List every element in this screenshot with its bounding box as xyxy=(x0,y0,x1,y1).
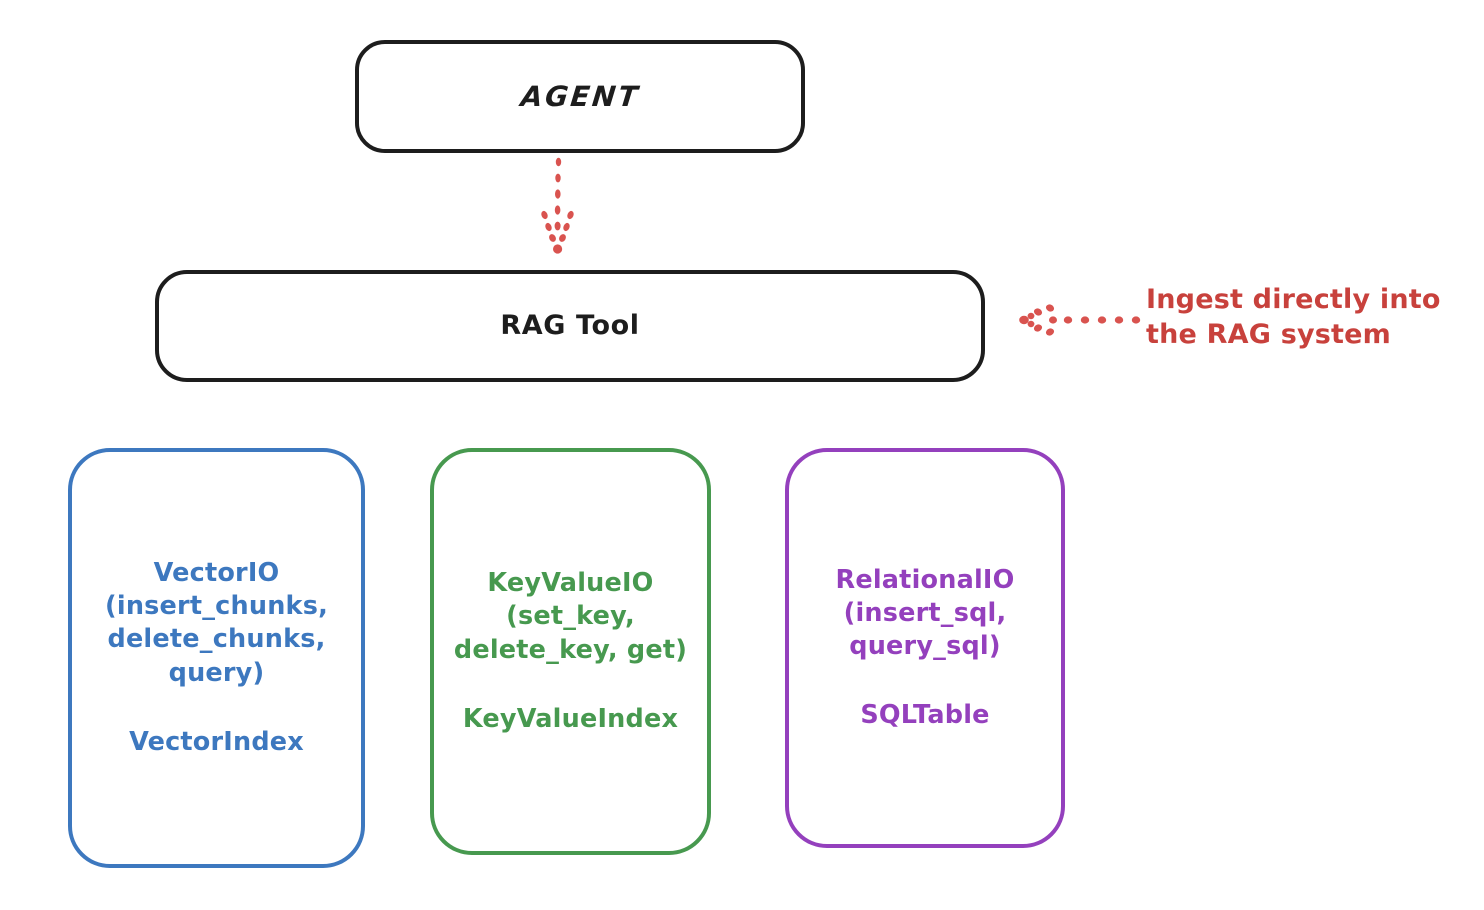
node-vector-io[interactable]: VectorIO (insert_chunks, delete_chunks, … xyxy=(68,448,365,868)
node-relational-io-secondary-label: SQLTable xyxy=(860,700,990,731)
node-rag-tool[interactable]: RAG Tool xyxy=(155,270,985,382)
node-key-value-io[interactable]: KeyValueIO (set_key, delete_key, get) Ke… xyxy=(430,448,711,855)
connector-ingest-arrow xyxy=(1019,304,1141,336)
connector-agent-to-rag-tool xyxy=(541,157,574,254)
annotation-ingest: Ingest directly into the RAG system xyxy=(1146,284,1441,351)
node-relational-io[interactable]: RelationalIO (insert_sql, query_sql) SQL… xyxy=(785,448,1065,848)
node-vector-io-label: VectorIO (insert_chunks, delete_chunks, … xyxy=(105,558,328,688)
node-relational-io-label: RelationalIO (insert_sql, query_sql) xyxy=(835,564,1015,661)
node-agent[interactable]: AGENT xyxy=(355,40,805,153)
node-vector-io-secondary-label: VectorIndex xyxy=(129,726,304,757)
node-key-value-io-label: KeyValueIO (set_key, delete_key, get) xyxy=(453,568,688,665)
node-rag-tool-label: RAG Tool xyxy=(500,309,640,341)
node-key-value-io-secondary-label: KeyValueIndex xyxy=(462,703,679,734)
node-agent-label: AGENT xyxy=(518,79,642,113)
